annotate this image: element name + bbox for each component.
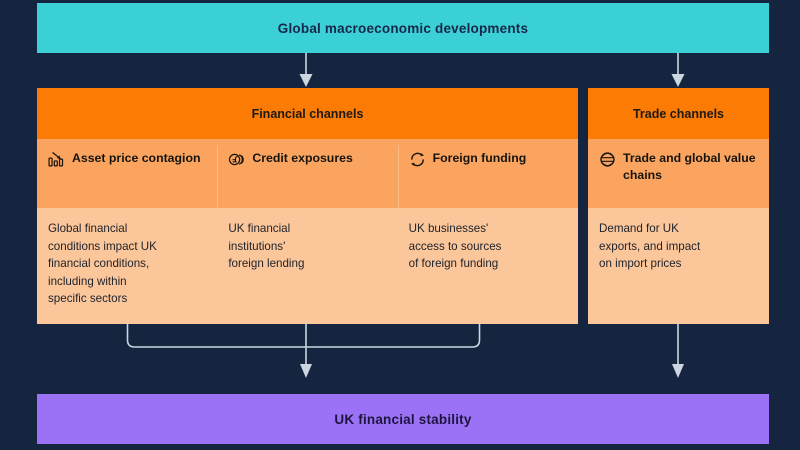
column-foreign-funding: Foreign funding UK businesses' access to…	[397, 139, 578, 324]
column-credit-exposures-text: UK financial institutions' foreign lendi…	[228, 222, 305, 271]
chart-down-icon	[48, 152, 64, 167]
column-asset-price-contagion-body: Global financial conditions impact UK fi…	[37, 208, 218, 324]
column-foreign-funding-body: UK businesses' access to sources of fore…	[397, 208, 578, 324]
globe-icon	[600, 152, 615, 167]
bottom-banner: UK financial stability	[37, 394, 769, 444]
panel-financial-channels: Financial channels Asset price contagion	[37, 88, 578, 324]
panel-trade-columns: Trade and global value chains Demand for…	[588, 139, 769, 324]
connector-trade-to-stability	[672, 322, 684, 378]
column-asset-price-contagion: Asset price contagion Global financial c…	[37, 139, 218, 324]
connector-financial-to-stability	[126, 322, 481, 378]
arrow-top-to-financial	[299, 53, 313, 87]
column-asset-price-contagion-header: Asset price contagion	[37, 139, 218, 208]
column-foreign-funding-title: Foreign funding	[432, 151, 527, 165]
column-credit-exposures-body: UK financial institutions' foreign lendi…	[217, 208, 398, 324]
column-credit-exposures: Credit exposures UK financial institutio…	[217, 139, 398, 324]
top-banner-label: Global macroeconomic developments	[277, 20, 529, 36]
panel-financial-header: Financial channels	[37, 88, 578, 139]
column-asset-price-contagion-text: Global financial conditions impact UK fi…	[48, 222, 157, 306]
column-trade-text: Demand for UK exports, and impact on imp…	[599, 222, 701, 271]
column-trade-title: Trade and global value chains	[623, 151, 756, 182]
column-asset-price-contagion-title: Asset price contagion	[72, 151, 201, 165]
column-trade-and-global-value-chains: Trade and global value chains Demand for…	[588, 139, 769, 324]
coins-pound-icon	[229, 153, 245, 166]
column-credit-exposures-header: Credit exposures	[217, 139, 398, 208]
panel-trade-header: Trade channels	[588, 88, 769, 139]
column-foreign-funding-header: Foreign funding	[397, 139, 578, 208]
column-trade-body: Demand for UK exports, and impact on imp…	[588, 208, 769, 324]
panel-financial-columns: Asset price contagion Global financial c…	[37, 139, 578, 324]
arrow-top-to-trade	[671, 53, 685, 87]
exchange-refresh-icon	[410, 152, 424, 167]
column-foreign-funding-text: UK businesses' access to sources of fore…	[408, 222, 502, 271]
bottom-banner-label: UK financial stability	[334, 411, 472, 427]
panel-financial-title: Financial channels	[251, 106, 364, 121]
column-trade-header: Trade and global value chains	[588, 139, 769, 208]
panel-trade-channels: Trade channels Trade and global value ch…	[588, 88, 769, 324]
column-credit-exposures-title: Credit exposures	[252, 151, 353, 165]
panel-trade-title: Trade channels	[632, 106, 724, 121]
top-banner: Global macroeconomic developments	[37, 3, 769, 53]
